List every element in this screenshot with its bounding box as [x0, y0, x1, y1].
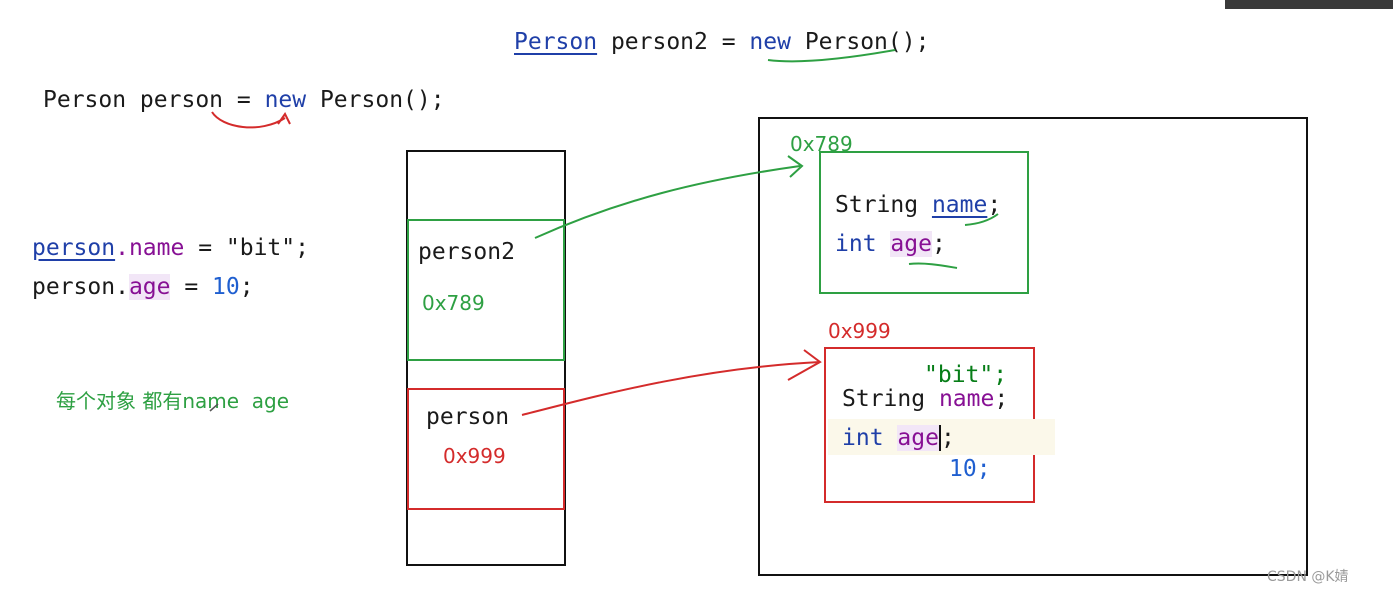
- code-person2-decl: person2 =: [597, 29, 750, 55]
- heap-area: [758, 117, 1308, 576]
- watermark: CSDN @K婧: [1267, 569, 1349, 585]
- code-person-ref: person: [32, 235, 116, 261]
- code-person2-ctor: Person();: [790, 29, 930, 55]
- code-bit-literal: "bit": [225, 235, 296, 261]
- arrow-person-to-heap: [521, 361, 821, 416]
- stack-label-person: person: [426, 404, 510, 430]
- code-person-ctor: Person();: [306, 87, 445, 113]
- pen-cursor-icon: [209, 403, 219, 412]
- heap-obj1-field-age: int age;: [835, 231, 946, 257]
- arrow-person2-to-heap: [534, 165, 801, 239]
- underline-person: [211, 111, 286, 129]
- heap-obj2-string-type: String: [842, 386, 939, 412]
- stack-label-person2: person2: [418, 239, 515, 265]
- heap-obj2-semicolon-1: ;: [994, 386, 1009, 412]
- code-line-person2: Person person2 = new Person();: [514, 31, 929, 54]
- code-line-assign-age: person.age = 10;: [32, 274, 254, 300]
- heap-obj2-value-age: 10;: [949, 456, 991, 482]
- heap-obj1-semicolon-1: ;: [987, 192, 1002, 218]
- code-equals-2: =: [170, 274, 213, 300]
- heap-object-person2: [819, 151, 1029, 294]
- stack-address-person: 0x999: [443, 444, 506, 468]
- code-line-assign-name: person.name = "bit";: [32, 237, 309, 260]
- code-semicolon: ;: [295, 235, 309, 261]
- heap-obj2-field-name: String name;: [842, 388, 1008, 411]
- heap-obj1-semicolon-2: ;: [931, 231, 946, 257]
- heap-obj2-address: 0x999: [828, 319, 891, 343]
- heap-obj1-string-type: String: [835, 192, 932, 218]
- code-equals: =: [184, 235, 226, 261]
- underline-new-person: [767, 49, 896, 63]
- code-person-decl: Person person =: [43, 87, 265, 113]
- corner-thumbnail: [1225, 0, 1393, 9]
- heap-obj1-field-name: String name;: [835, 194, 1001, 217]
- heap-obj1-address: 0x789: [790, 132, 853, 156]
- heap-obj2-value-name: "bit";: [924, 362, 1008, 388]
- code-new-keyword-2: new: [264, 87, 307, 113]
- code-line-person: Person person = new Person();: [43, 89, 445, 112]
- stack-address-person2: 0x789: [422, 291, 485, 315]
- arrow-head-green-icon: [787, 155, 804, 178]
- underline-age: [908, 262, 958, 269]
- underline-person-tip-icon: [277, 112, 291, 125]
- code-name-field: .name: [115, 235, 185, 261]
- underline-name: [964, 213, 999, 226]
- heap-obj2-int-type: int: [842, 425, 898, 451]
- heap-obj2-line-highlight: [828, 419, 1055, 455]
- heap-obj2-semicolon-2: ;: [940, 425, 955, 451]
- code-person-ref-2: person.: [32, 274, 129, 300]
- heap-obj2-field-age: int age;: [842, 425, 955, 451]
- heap-obj2-name: name: [938, 386, 995, 412]
- heap-obj1-name: name: [931, 192, 988, 218]
- heap-obj1-age: age: [890, 231, 932, 257]
- stack-slot-person: [407, 388, 565, 510]
- heap-obj1-int-type: int: [835, 231, 891, 257]
- code-age-field: age: [128, 274, 171, 300]
- heap-obj2-age: age: [897, 425, 941, 451]
- code-type-person: Person: [514, 29, 598, 55]
- code-ten-literal: 10: [212, 274, 240, 300]
- code-new-keyword: new: [749, 29, 791, 55]
- code-semicolon-2: ;: [239, 274, 254, 300]
- stack-slot-person2: [407, 219, 565, 361]
- arrow-head-red-icon: [787, 349, 822, 381]
